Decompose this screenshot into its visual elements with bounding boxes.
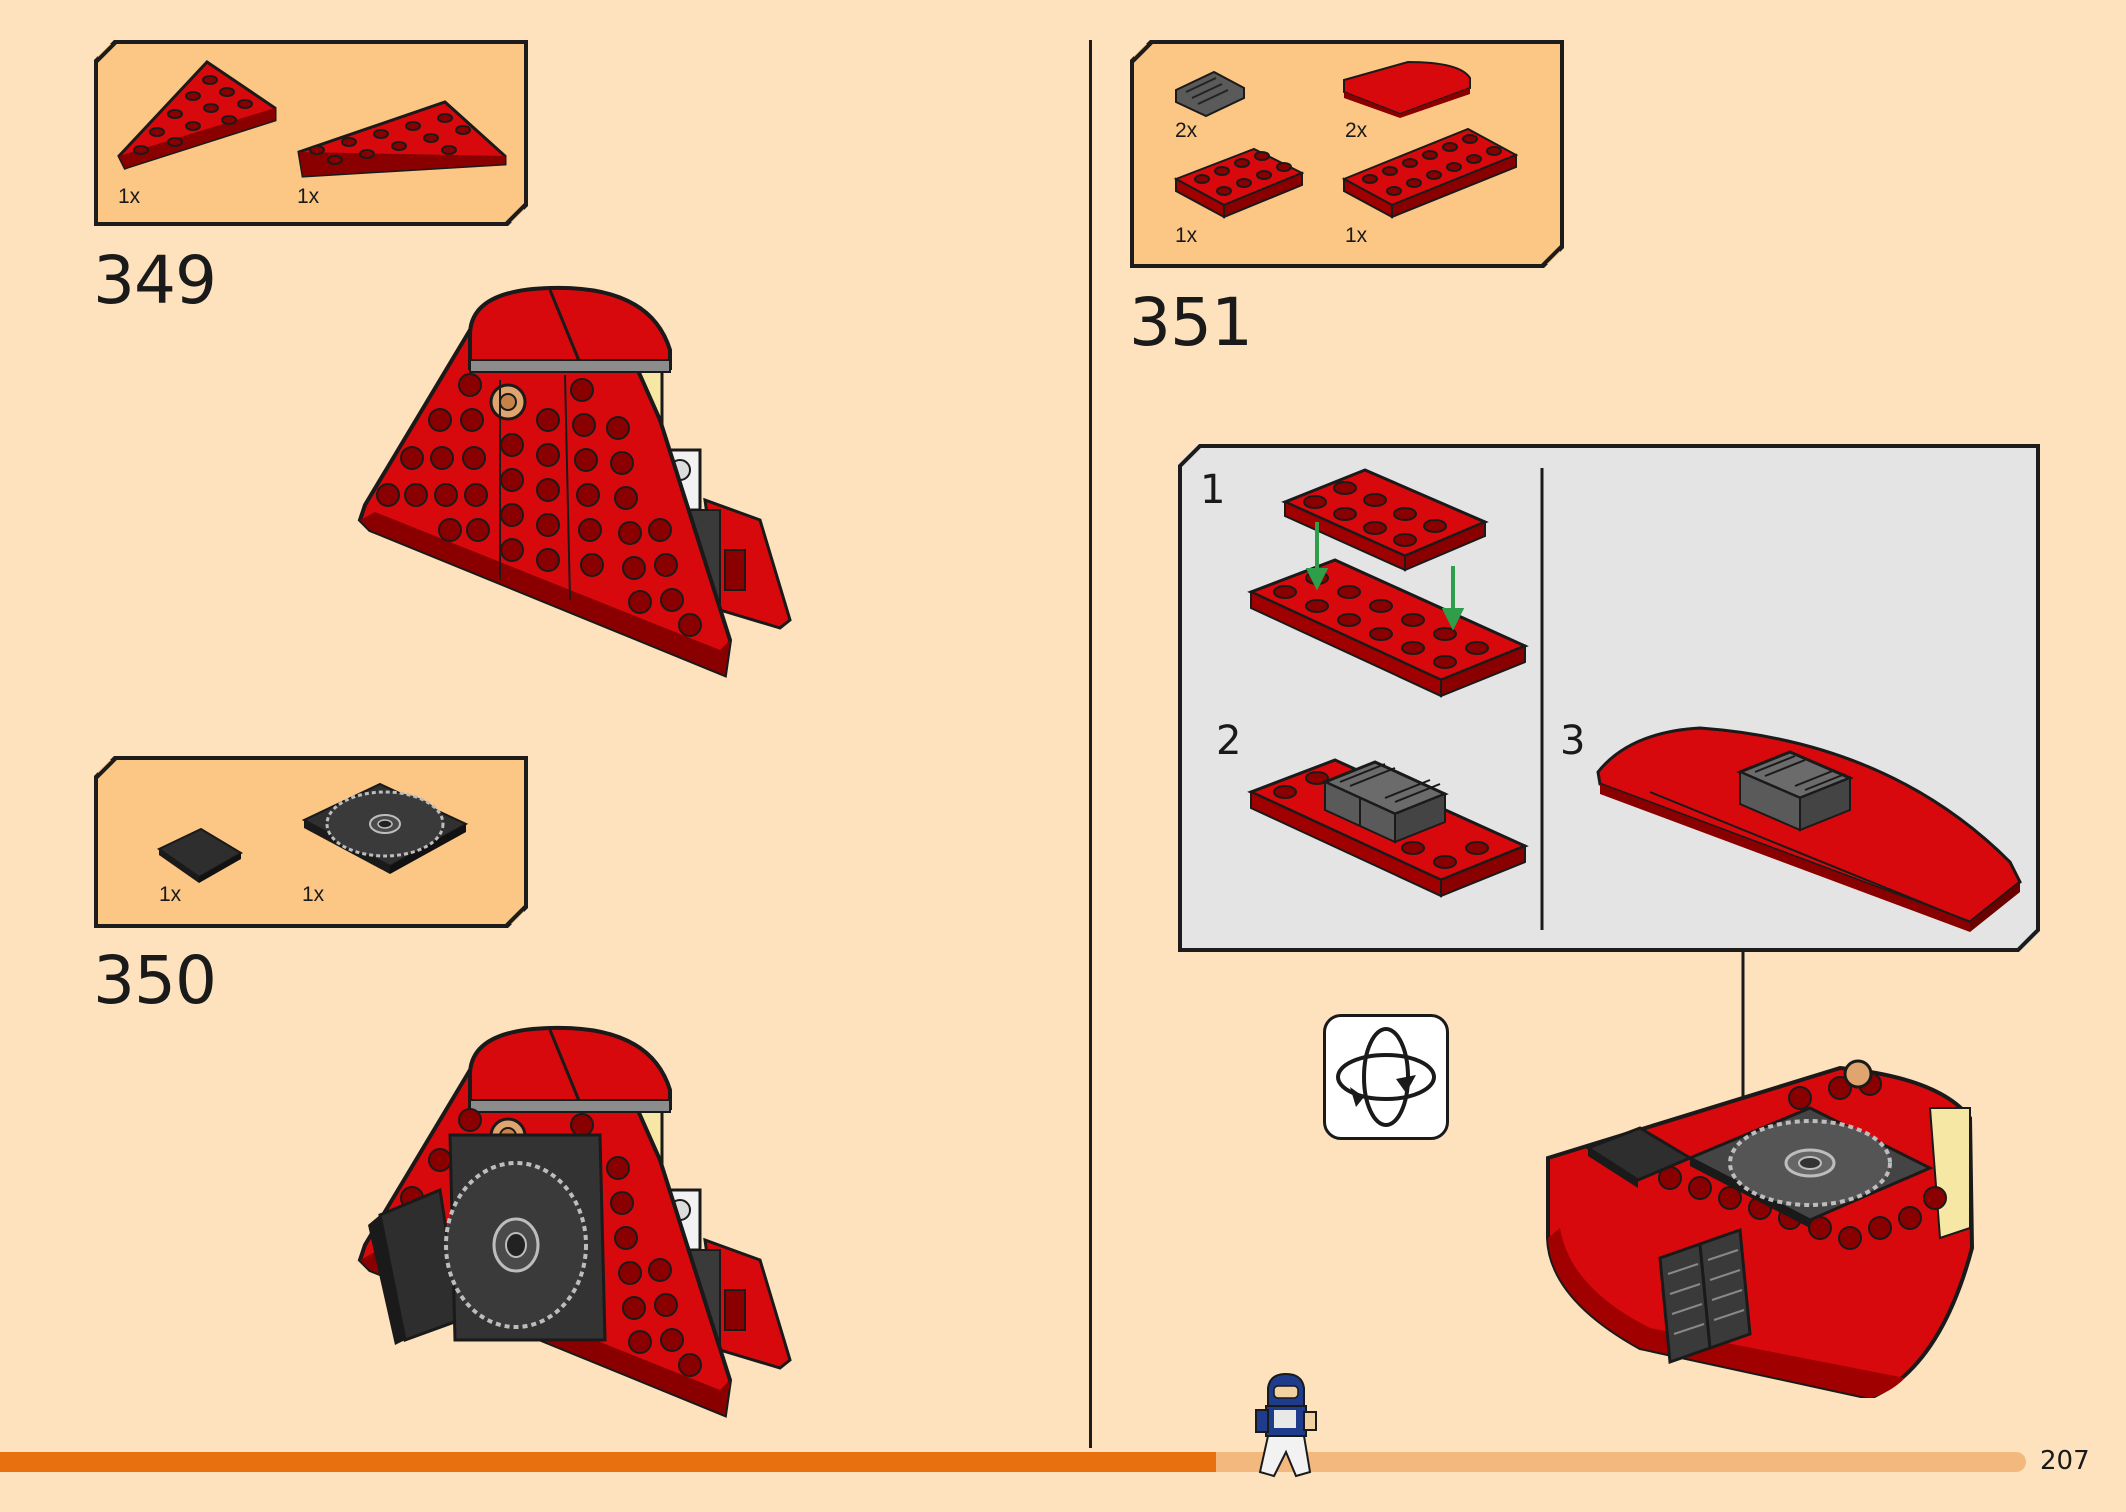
part-qty: 2x — [1345, 119, 1368, 142]
rotate-model-icon — [1323, 1014, 1449, 1140]
step-number-349: 349 — [93, 242, 217, 319]
page-divider — [1089, 40, 1092, 1448]
model-step-349-illustration — [357, 285, 792, 678]
part-qty: 2x — [1175, 119, 1198, 142]
part-qty: 1x — [159, 883, 182, 906]
part-qty: 1x — [297, 185, 320, 208]
plate-2x4-red-icon — [1173, 147, 1305, 219]
tile-2x2-black-icon — [157, 827, 243, 883]
wedge-plate-long-icon — [297, 100, 507, 178]
slope-gray-icon — [1175, 70, 1245, 118]
part-qty: 1x — [1345, 224, 1368, 247]
substep-2-illustration — [1247, 758, 1529, 898]
minifigure-icon — [1255, 1372, 1317, 1478]
part-qty: 1x — [302, 883, 325, 906]
parts-list-349-border — [94, 40, 528, 226]
page-number: 207 — [2040, 1446, 2090, 1476]
substep-number: 2 — [1216, 718, 1242, 764]
model-step-351-illustration — [1546, 1059, 1975, 1398]
subassembly-callout-border — [1178, 444, 2040, 952]
turntable-plate-icon — [301, 782, 469, 874]
parts-list-351-border — [1130, 40, 1564, 268]
model-step-350-illustration — [357, 1025, 792, 1418]
step-number-350: 350 — [93, 942, 217, 1019]
substep-1-illustration — [1247, 468, 1529, 698]
substep-3-illustration — [1596, 726, 2022, 932]
part-qty: 1x — [1175, 224, 1198, 247]
curved-slope-red-icon — [1343, 60, 1471, 118]
step-number-351: 351 — [1129, 284, 1253, 361]
parts-list-350-border — [94, 756, 528, 928]
substep-number: 1 — [1200, 467, 1226, 513]
wedge-plate-large-icon — [117, 60, 277, 170]
substep-number: 3 — [1560, 718, 1586, 764]
progress-bar-fill — [0, 1452, 1216, 1472]
part-qty: 1x — [118, 185, 141, 208]
plate-2x6-red-icon — [1341, 127, 1519, 219]
